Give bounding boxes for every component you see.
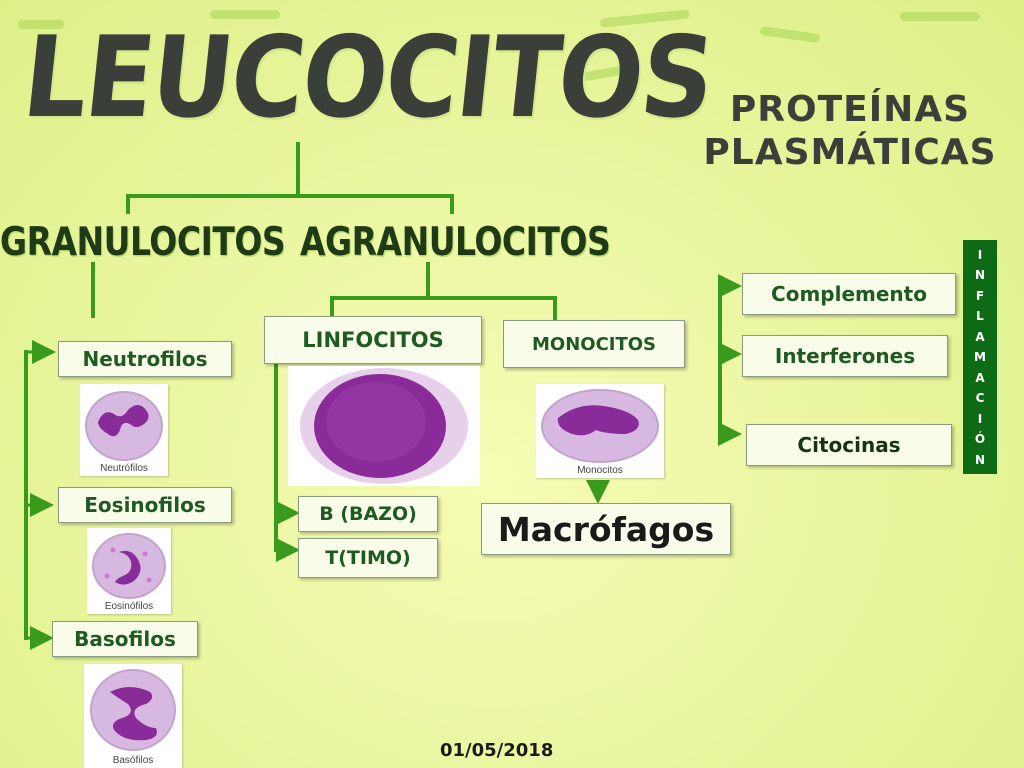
inflamacion-letter: I <box>977 247 983 262</box>
monocito-image: Monocitos <box>536 384 664 478</box>
inflamacion-letter: I <box>977 411 983 426</box>
interferones-box: Interferones <box>742 335 948 377</box>
side-title: PROTEÍNAS PLASMÁTICAS <box>680 88 1020 174</box>
background-swoosh <box>900 12 980 21</box>
side-title-line2: PLASMÁTICAS <box>703 132 997 174</box>
neutrofilos-box: Neutrofilos <box>58 341 232 377</box>
basofilo-caption: Basófilos <box>112 755 154 766</box>
inflamacion-letter: Ó <box>974 432 986 446</box>
basofilo-image: Basófilos <box>84 664 182 768</box>
slide-date: 01/05/2018 <box>440 740 554 761</box>
eosinofilo-caption: Eosinófilos <box>104 601 154 612</box>
inflamacion-letter: C <box>975 391 985 405</box>
inflamacion-letter: A <box>975 329 985 344</box>
eosinofilo-image: Eosinófilos <box>87 528 171 614</box>
agranulocitos-heading: AGRANULOCITOS <box>300 218 611 265</box>
background-swoosh <box>18 20 64 29</box>
neutrofilo-image: Neutrófilos <box>80 384 168 476</box>
complemento-box: Complemento <box>742 273 956 315</box>
background-swoosh <box>210 10 280 19</box>
neutrofilo-caption: Neutrófilos <box>100 463 148 474</box>
monocito-caption: Monocitos <box>577 465 623 476</box>
linfocito-image <box>288 366 480 486</box>
main-title: LEUCOCITOS <box>17 11 719 143</box>
monocito-cell-icon <box>541 389 659 463</box>
side-title-line1: PROTEÍNAS <box>729 89 971 130</box>
linfocitos-box: LINFOCITOS <box>264 316 482 364</box>
inflamacion-vertical-label: I N F L A M A C I Ó N <box>963 240 997 474</box>
inflamacion-letter: N <box>974 268 986 282</box>
linfocito-cell-icon <box>300 368 468 484</box>
inflamacion-letter: F <box>975 288 985 303</box>
t-timo-box: T(TIMO) <box>298 538 438 578</box>
eosinofilo-cell-icon <box>92 533 166 599</box>
inflamacion-letter: M <box>974 350 986 364</box>
b-bazo-box: B (BAZO) <box>298 496 438 532</box>
monocitos-box: MONOCITOS <box>503 320 685 368</box>
granulocitos-heading: GRANULOCITOS <box>0 218 286 265</box>
eosinofilos-box: Eosinofilos <box>58 487 232 523</box>
neutrofilo-cell-icon <box>85 391 163 461</box>
inflamacion-letter: L <box>976 309 984 323</box>
inflamacion-letter: A <box>975 370 985 385</box>
citocinas-box: Citocinas <box>746 424 952 466</box>
macrofagos-box: Macrófagos <box>481 503 731 555</box>
basofilos-box: Basofilos <box>52 621 198 657</box>
basofilo-cell-icon <box>90 669 176 751</box>
inflamacion-letter: N <box>974 452 986 467</box>
